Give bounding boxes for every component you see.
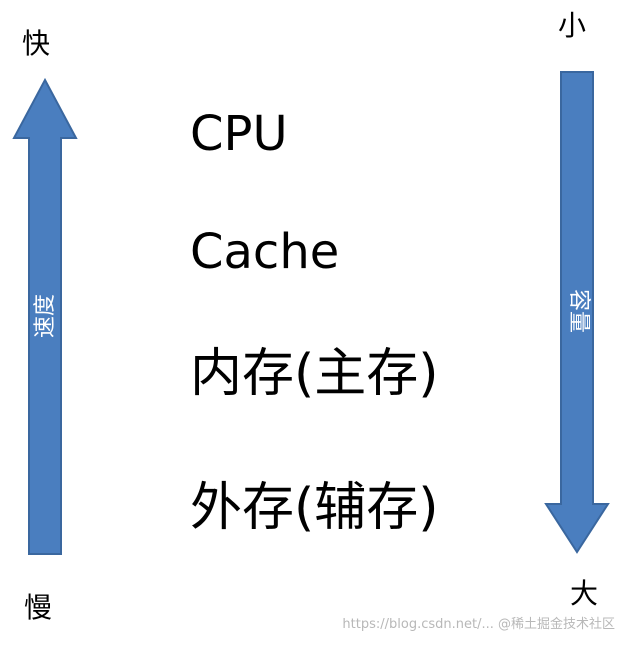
capacity-large-label: 大: [570, 577, 599, 610]
watermark-text: https://blog.csdn.net/... @稀土掘金技术社区: [342, 617, 615, 632]
capacity-down-arrow-icon: [544, 71, 610, 554]
speed-arrow-shape: [12, 78, 78, 555]
level-secondary-storage: 外存(辅存): [190, 478, 439, 538]
level-cache: Cache: [190, 224, 340, 280]
speed-arrow-label: 速度: [33, 293, 58, 338]
capacity-arrow-shape: [544, 71, 610, 554]
capacity-small-label: 小: [558, 9, 587, 42]
level-cpu: CPU: [190, 106, 288, 162]
capacity-arrow-label: 容量: [566, 289, 591, 334]
level-main-memory: 内存(主存): [190, 344, 439, 404]
speed-fast-label: 快: [22, 27, 51, 60]
speed-up-arrow-icon: [12, 78, 78, 555]
speed-slow-label: 慢: [24, 591, 53, 624]
